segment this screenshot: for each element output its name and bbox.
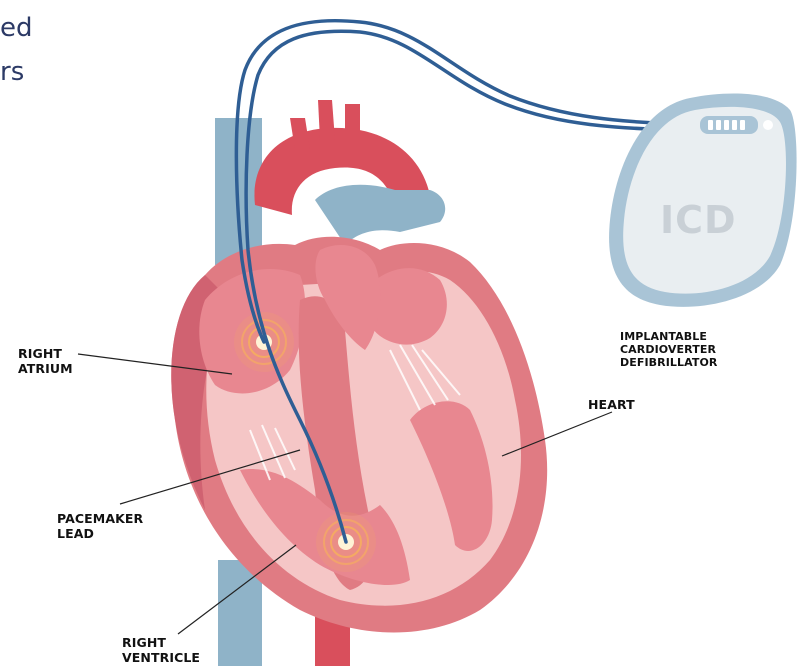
- label-right-ventricle-line1: RIGHT: [122, 635, 200, 650]
- arch-branch-2: [318, 100, 335, 140]
- label-right-atrium-line2: ATRIUM: [18, 361, 73, 376]
- label-right-atrium: RIGHT ATRIUM: [18, 346, 73, 376]
- label-heart: HEART: [588, 397, 635, 412]
- label-pacemaker-lead-line1: PACEMAKER: [57, 511, 143, 526]
- icd-caption: IMPLANTABLE CARDIOVERTER DEFIBRILLATOR: [620, 330, 801, 369]
- label-right-ventricle: RIGHT VENTRICLE: [122, 635, 200, 665]
- label-pacemaker-lead-line2: LEAD: [57, 526, 143, 541]
- label-right-ventricle-line2: VENTRICLE: [122, 650, 200, 665]
- icd-label: ICD: [660, 198, 737, 242]
- icd-caption-line2: DEFIBRILLATOR: [620, 356, 801, 369]
- label-right-atrium-line1: RIGHT: [18, 346, 73, 361]
- arch-branch-3: [345, 104, 360, 140]
- icd-caption-line1: IMPLANTABLE CARDIOVERTER: [620, 330, 801, 356]
- label-pacemaker-lead: PACEMAKER LEAD: [57, 511, 143, 541]
- pulmonary-artery: [315, 185, 445, 245]
